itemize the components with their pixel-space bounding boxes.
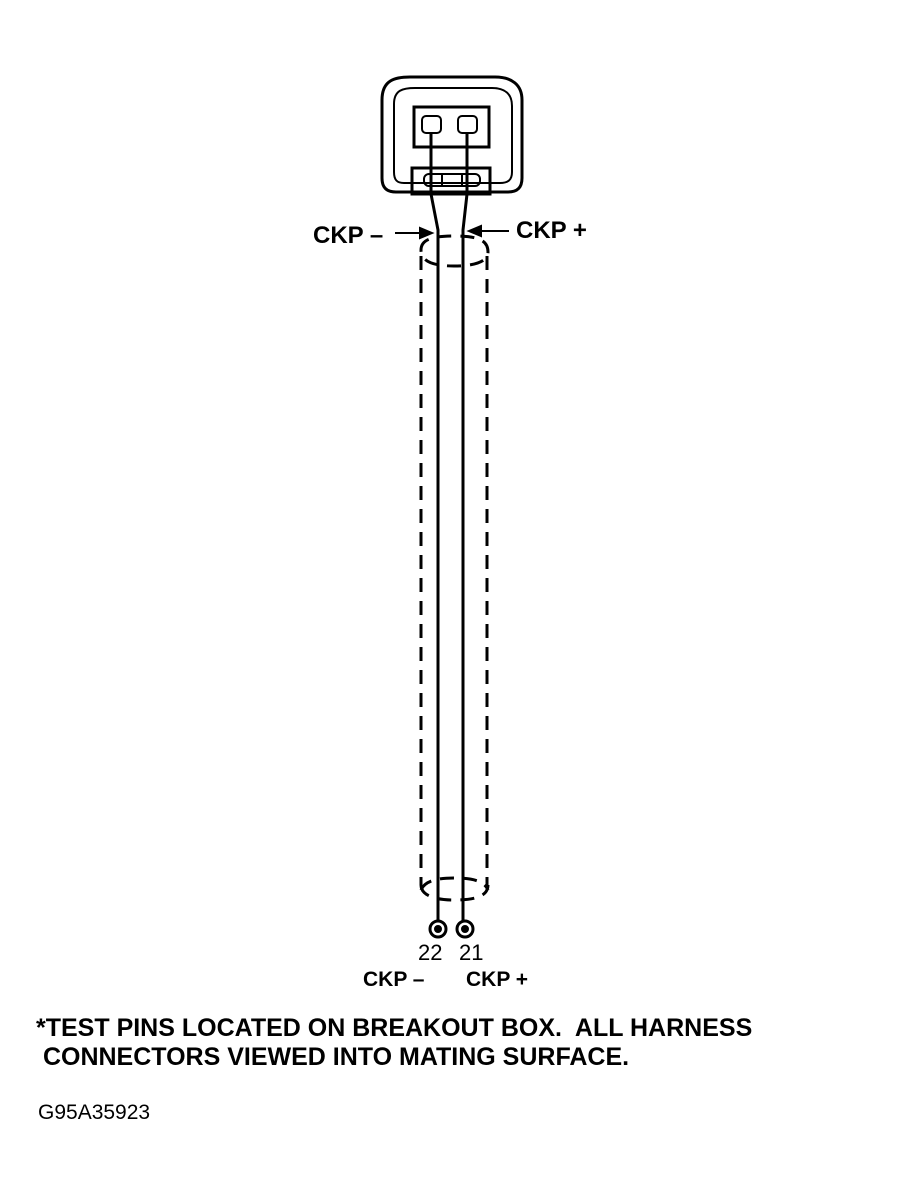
connector-pin-minus [421, 115, 442, 134]
label-arrows [395, 224, 509, 240]
ckp-minus-label: CKP – [313, 222, 384, 249]
connector-pin-plus [457, 115, 478, 134]
ckp-plus-label: CKP + [516, 217, 587, 244]
pin-22-number: 22 [418, 940, 443, 965]
sensor-connector [380, 75, 524, 196]
pin-22-signal: CKP – [363, 968, 425, 991]
pin-21-signal: CKP + [466, 968, 529, 991]
figure-code: G95A35923 [38, 1101, 151, 1124]
test-pins [428, 919, 475, 939]
test-pin-21 [455, 919, 475, 939]
shield-dashed [419, 234, 490, 902]
harness-wires [429, 133, 469, 922]
pin-21-number: 21 [459, 940, 484, 965]
test-pin-22 [428, 919, 448, 939]
footnote: *TEST PINS LOCATED ON BREAKOUT BOX. ALL … [36, 1014, 753, 1071]
